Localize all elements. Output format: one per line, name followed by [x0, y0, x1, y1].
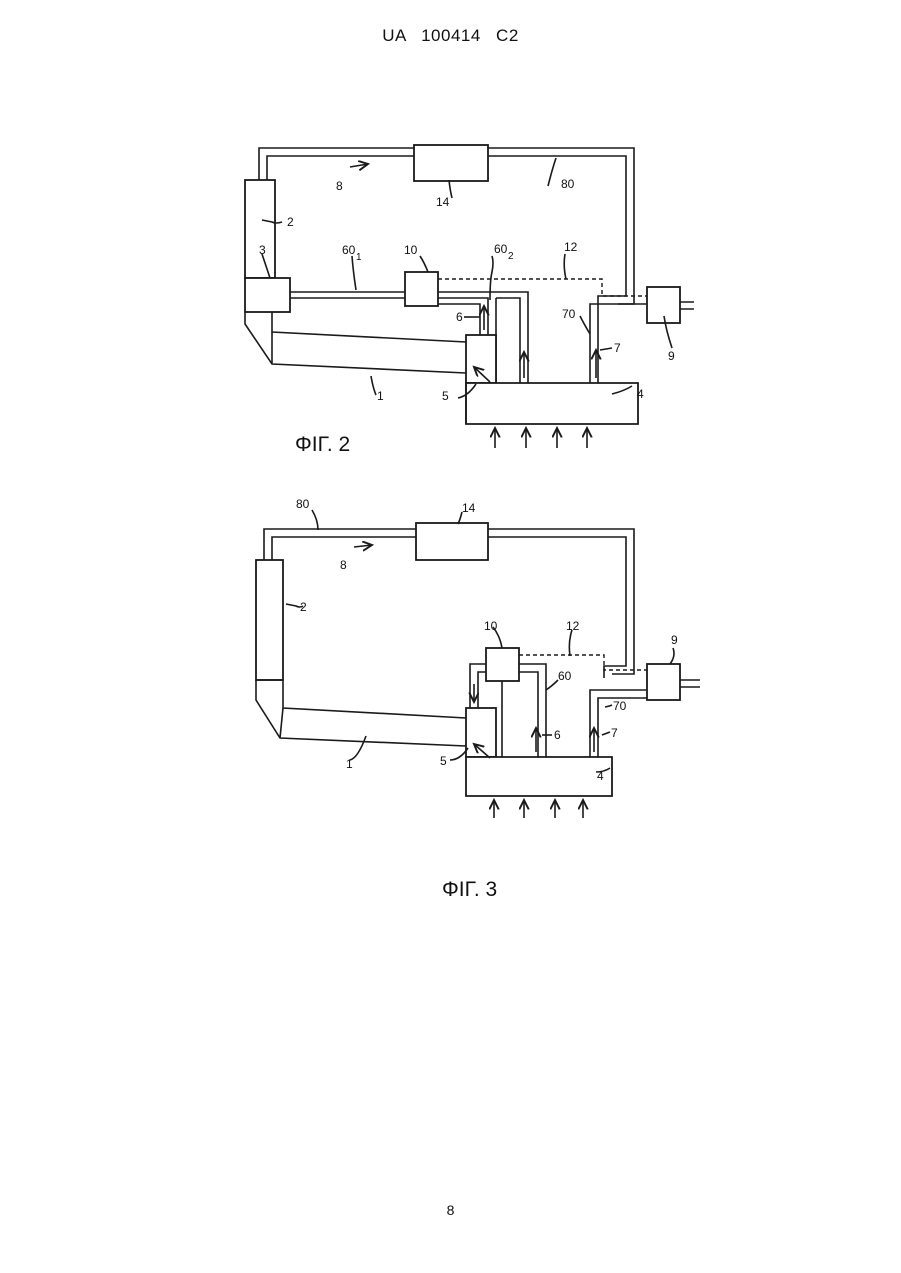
caption-fig3: ΦΙΓ. 3: [442, 878, 497, 901]
label-12-fig3: 12: [566, 619, 580, 633]
column-2-fig2: [245, 180, 275, 278]
label-8-fig3: 8: [340, 558, 347, 572]
label-6-fig2: 6: [456, 310, 463, 324]
duct-1-fig2: [245, 312, 466, 373]
box-9-fig3: [647, 664, 680, 700]
label-4-fig3: 4: [597, 769, 604, 783]
label-7-fig2: 7: [614, 341, 621, 355]
label-60-2-sub-fig2: 2: [508, 251, 514, 262]
inlet-arrows-fig2: [495, 428, 587, 448]
caption-fig2: ΦΙΓ. 2: [295, 433, 350, 456]
label-80-fig2: 80: [561, 177, 575, 191]
base-4-fig2: [466, 383, 638, 424]
box-14-fig2: [414, 145, 488, 181]
pipe-80-fig2: [259, 148, 634, 383]
page-number: 8: [0, 1202, 901, 1218]
flow-arrow-8-fig2: [350, 164, 368, 167]
flow-arrow-8-fig3: [354, 545, 372, 547]
element-5-fig2: [466, 335, 496, 383]
figure-2: 8 14 80 2 3 60 1 10 60 2 12 70 6 7 9 1 5…: [245, 145, 694, 456]
box-10-fig3: [486, 648, 519, 681]
label-10-fig3: 10: [484, 619, 498, 633]
outlet-9-fig3: [680, 680, 700, 687]
label-9-fig3: 9: [671, 633, 678, 647]
label-70-fig3: 70: [613, 699, 627, 713]
box-3-fig2: [245, 278, 290, 312]
label-3-fig2: 3: [259, 243, 266, 257]
label-8-fig2: 8: [336, 179, 343, 193]
label-60-1-sub-fig2: 1: [356, 252, 362, 263]
label-60-2-fig2: 60: [494, 242, 508, 256]
label-1-fig2: 1: [377, 389, 384, 403]
label-5-fig2: 5: [442, 389, 449, 403]
outlet-9-fig2: [680, 302, 694, 309]
control-line-12-fig3: [519, 655, 648, 670]
pipe-60-1-fig2: [290, 292, 405, 298]
control-line-12-fig2: [438, 279, 648, 296]
box-10-fig2: [405, 272, 438, 306]
box-14-fig3: [416, 523, 488, 560]
label-9-fig2: 9: [668, 349, 675, 363]
label-5-fig3: 5: [440, 754, 447, 768]
label-80-fig3: 80: [296, 497, 310, 511]
label-10-fig2: 10: [404, 243, 418, 257]
label-60-fig3: 60: [558, 669, 572, 683]
column-2-fig3: [256, 560, 283, 680]
label-2-fig3: 2: [300, 600, 307, 614]
label-6-fig3: 6: [554, 728, 561, 742]
duct-1-fig3: [256, 680, 466, 746]
label-2-fig2: 2: [287, 215, 294, 229]
figure-3: 80 14 8 2 10 12 9 60 70 6 7 1 5 4 ΦΙΓ. 3: [256, 497, 700, 901]
inlet-arrows-fig3: [494, 800, 583, 818]
label-70-fig2: 70: [562, 307, 576, 321]
label-7-fig3: 7: [611, 726, 618, 740]
label-4-fig2: 4: [637, 387, 644, 401]
label-14-fig3: 14: [462, 501, 476, 515]
label-60-1-fig2: 60: [342, 243, 356, 257]
base-4-fig3: [466, 757, 612, 796]
label-12-fig2: 12: [564, 240, 578, 254]
label-14-fig2: 14: [436, 195, 450, 209]
label-1-fig3: 1: [346, 757, 353, 771]
